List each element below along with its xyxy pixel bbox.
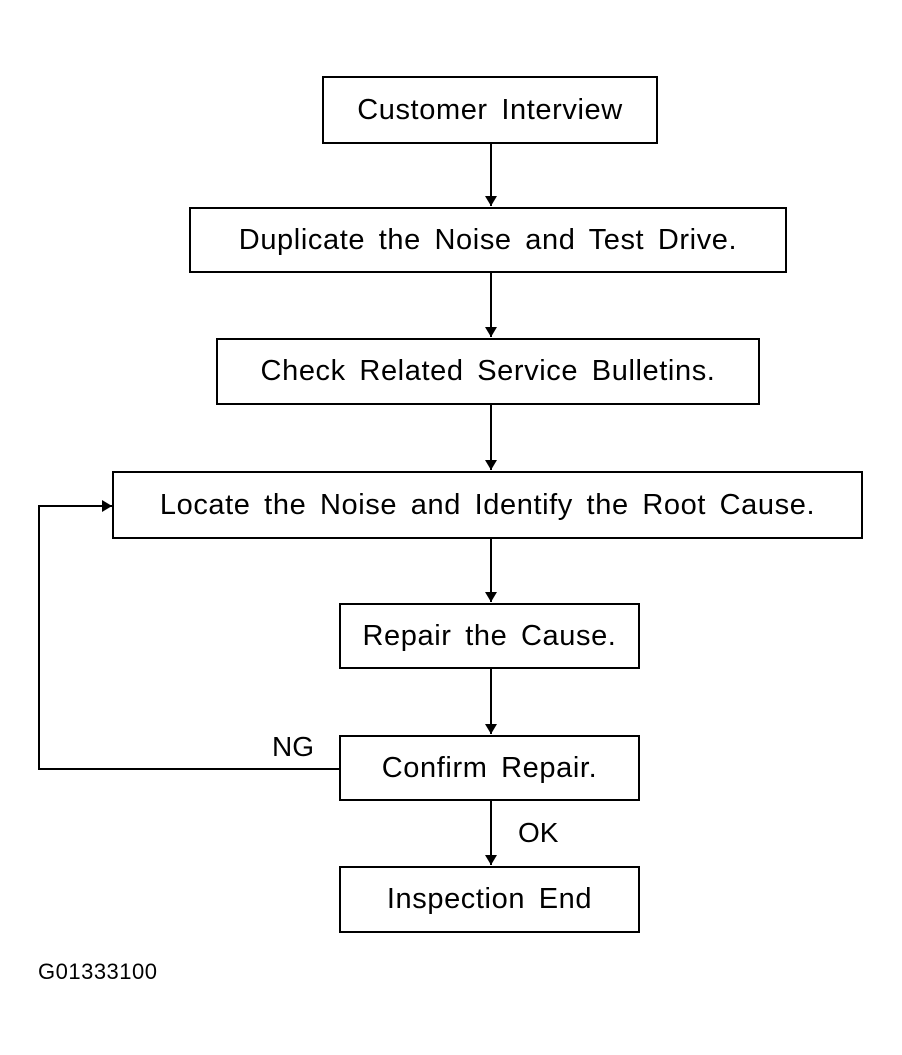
step-duplicate-noise: Duplicate the Noise and Test Drive. [189,207,787,273]
arrow-ng-loop [38,500,339,770]
ng-branch-label: NG [272,731,314,762]
step-customer-interview: Customer Interview [322,76,658,144]
step-label: Repair the Cause. [362,619,617,652]
step-confirm-repair: Confirm Repair. [339,735,640,801]
step-locate-noise: Locate the Noise and Identify the Root C… [112,471,863,539]
ok-branch-label: OK [518,817,559,848]
figure-id: G01333100 [38,959,158,984]
step-label: Confirm Repair. [381,751,598,784]
step-repair-cause: Repair the Cause. [339,603,640,669]
step-label: Duplicate the Noise and Test Drive. [238,223,738,256]
step-label: Check Related Service Bulletins. [260,355,716,387]
step-inspection-end: Inspection End [339,866,640,933]
step-check-bulletins: Check Related Service Bulletins. [216,338,760,405]
step-label: Inspection End [386,883,593,915]
step-label: Locate the Noise and Identify the Root C… [159,488,816,521]
step-label: Customer Interview [357,93,623,126]
